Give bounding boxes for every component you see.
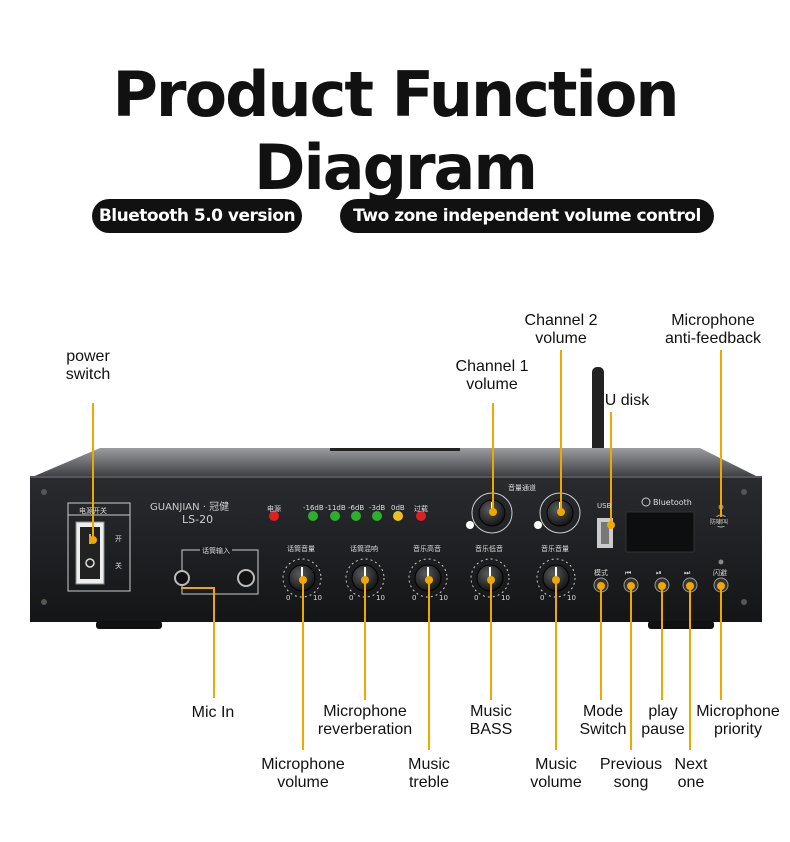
usb-label: USB [597, 502, 612, 510]
top-cover [30, 448, 760, 478]
two-zone-badge: Two zone independent volume control [340, 199, 714, 233]
bluetooth-icon [641, 497, 651, 507]
bluetooth-label: Bluetooth [653, 498, 692, 507]
led-label-6db: -6dB [348, 504, 365, 512]
scale-min-4: 0 [474, 594, 479, 602]
led-label-16db: -16dB [303, 504, 324, 512]
label-channel-1: Channel 1 volume [455, 358, 529, 393]
label-channel-2: Channel 2 volume [524, 312, 598, 347]
led-label-overload: 过载 [414, 505, 428, 513]
svg-text:⏯: ⏯ [656, 569, 662, 577]
bluetooth-version-badge: Bluetooth 5.0 version [92, 199, 302, 233]
scale-max-5: 10 [567, 594, 576, 602]
label-power-switch: power switch [65, 348, 111, 383]
scale-max-3: 10 [439, 594, 448, 602]
led-label-0db: 0dB [391, 504, 405, 512]
led-overload [416, 511, 426, 521]
svg-text:⏭: ⏭ [684, 569, 691, 577]
power-switch-panel [67, 502, 131, 592]
left-foot [96, 621, 162, 629]
right-foot [648, 621, 714, 629]
label-mic-anti-feedback: Microphone anti-feedback [664, 312, 762, 347]
label-music-bass: Music BASS [469, 703, 513, 738]
label-mode-switch: Mode Switch [579, 703, 627, 738]
label-play-pause: play pause [641, 703, 685, 738]
callout-lines [89, 350, 725, 750]
mode-button-label: 模式 [594, 569, 608, 577]
led-16db [308, 511, 318, 521]
model-label: LS-20 [182, 513, 214, 526]
brand-label: GUANJIAN · 冠健 [150, 502, 230, 513]
panel-screws [41, 489, 747, 605]
label-next-one: Next one [674, 756, 708, 791]
led-3db [372, 511, 382, 521]
label-mic-reverb: Microphone reverberation [317, 703, 413, 738]
power-panel-label: 电源开关 [79, 507, 107, 515]
mic-jack-1 [174, 570, 190, 586]
channel-title: 音量通道 [508, 484, 536, 492]
scale-max-2: 10 [376, 594, 385, 602]
power-on-label: 开 [115, 535, 122, 543]
label-music-volume: Music volume [530, 756, 582, 791]
led-label-3db: -3dB [369, 504, 386, 512]
label-previous-song: Previous song [599, 756, 663, 791]
anti-feedback-button-label: 防啸叫 [710, 517, 729, 526]
scale-min-3: 0 [412, 594, 417, 602]
page-title: Product Function Diagram [112, 58, 679, 204]
led-11db [330, 511, 340, 521]
led-label-power: 电源 [267, 505, 281, 513]
mic-input-label: 话筒输入 [200, 546, 232, 556]
mic-jack-2 [237, 569, 255, 587]
priority-button-label: 闪避 [713, 569, 727, 577]
knob-label-treble: 音乐高音 [413, 545, 441, 553]
knob-label-music-volume: 音乐音量 [541, 545, 569, 553]
power-off-label: 关 [115, 562, 122, 570]
led-0db [393, 511, 403, 521]
knob-label-mic-reverb: 话筒混响 [350, 545, 378, 553]
label-mic-priority: Microphone priority [696, 703, 780, 738]
vent-slots [330, 448, 460, 451]
scale-max-4: 10 [501, 594, 510, 602]
label-music-treble: Music treble [408, 756, 450, 791]
display-window [625, 511, 695, 553]
scale-min-2: 0 [349, 594, 354, 602]
scale-min-5: 0 [540, 594, 545, 602]
level-leds [269, 511, 426, 521]
led-label-11db: -11dB [325, 504, 346, 512]
priority-led [718, 559, 724, 565]
label-mic-in: Mic In [191, 704, 235, 721]
scale-min-1: 0 [286, 594, 291, 602]
knob-label-mic-volume: 话筒音量 [287, 545, 315, 553]
knob-label-bass: 音乐低音 [475, 545, 503, 553]
label-mic-volume: Microphone volume [261, 756, 345, 791]
svg-text:⏮: ⏮ [625, 569, 631, 577]
scale-max-1: 10 [313, 594, 322, 602]
led-power [269, 511, 279, 521]
label-u-disk: U disk [604, 392, 650, 409]
led-6db [351, 511, 361, 521]
antenna [592, 367, 604, 467]
